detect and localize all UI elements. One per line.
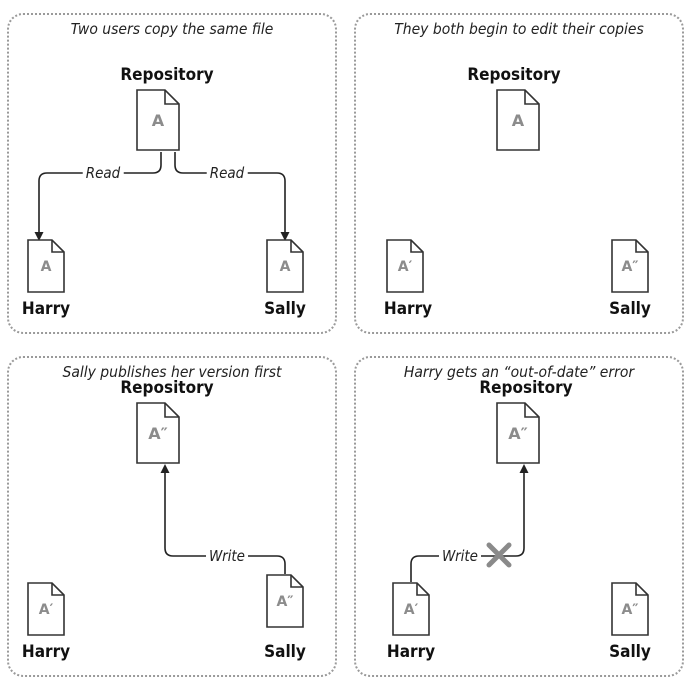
file-version: A (279, 259, 291, 275)
sally-label: Sally (264, 642, 306, 662)
file-version: A″ (148, 424, 168, 443)
file-version: A″ (621, 602, 639, 618)
write-arrow-label: Write (206, 547, 248, 565)
sally-file-icon: A″ (266, 574, 304, 628)
file-version: A′ (38, 602, 54, 618)
repository-file-icon: A″ (496, 402, 540, 464)
harry-file-icon: A′ (27, 582, 65, 636)
harry-label: Harry (386, 642, 436, 662)
read-arrow-label: Read (82, 164, 124, 182)
panel-title: Harry gets an “out-of-date” error (403, 363, 635, 381)
panel-title: Two users copy the same file (70, 20, 274, 38)
harry-file-icon: A′ (386, 239, 424, 293)
repository-file-icon: A (136, 89, 180, 151)
repository-label: Repository (120, 378, 214, 398)
file-version: A′ (403, 602, 419, 618)
sally-file-icon: A″ (611, 582, 649, 636)
panel-copy: Two users copy the same file Repository … (7, 13, 337, 334)
sally-label: Sally (609, 299, 651, 319)
harry-file-icon: A (27, 239, 65, 293)
repository-label: Repository (467, 65, 561, 85)
error-x-icon (486, 542, 512, 568)
repository-file-icon: A″ (136, 402, 180, 464)
harry-file-icon: A′ (392, 582, 430, 636)
file-version: A″ (508, 424, 528, 443)
panel-edit: They both begin to edit their copies Rep… (354, 13, 684, 334)
file-version: A″ (621, 259, 639, 275)
panel-publish: Sally publishes her version first Reposi… (7, 356, 337, 677)
harry-label: Harry (21, 642, 71, 662)
harry-label: Harry (383, 299, 433, 319)
file-version: A (511, 111, 525, 130)
repository-label: Repository (479, 378, 573, 398)
sally-file-icon: A (266, 239, 304, 293)
read-arrow-label: Read (206, 164, 248, 182)
sally-file-icon: A″ (611, 239, 649, 293)
file-version: A″ (276, 594, 294, 610)
file-version: A (40, 259, 52, 275)
panel-out-of-date: Harry gets an “out-of-date” error Reposi… (354, 356, 684, 677)
sally-label: Sally (609, 642, 651, 662)
panel-title: Sally publishes her version first (62, 363, 282, 381)
repository-label: Repository (120, 65, 214, 85)
write-arrow-label: Write (439, 547, 481, 565)
file-version: A (151, 111, 165, 130)
harry-label: Harry (21, 299, 71, 319)
sally-label: Sally (264, 299, 306, 319)
panel-title: They both begin to edit their copies (394, 20, 644, 38)
repository-file-icon: A (496, 89, 540, 151)
file-version: A′ (397, 259, 413, 275)
